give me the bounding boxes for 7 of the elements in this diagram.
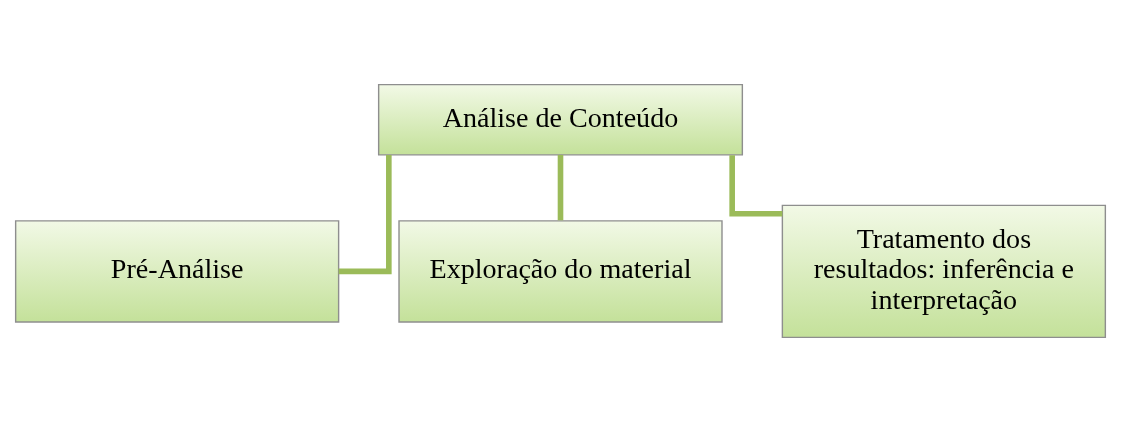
connector [729,154,783,217]
connector [557,154,564,220]
node-box: Análise de Conteúdo [377,83,744,156]
connector [338,154,392,274]
node-box: Pré-Análise [14,219,340,323]
node-box: Tratamento dos resultados: inferência e interpretação [781,204,1107,338]
node-box: Exploração do material [398,219,723,323]
